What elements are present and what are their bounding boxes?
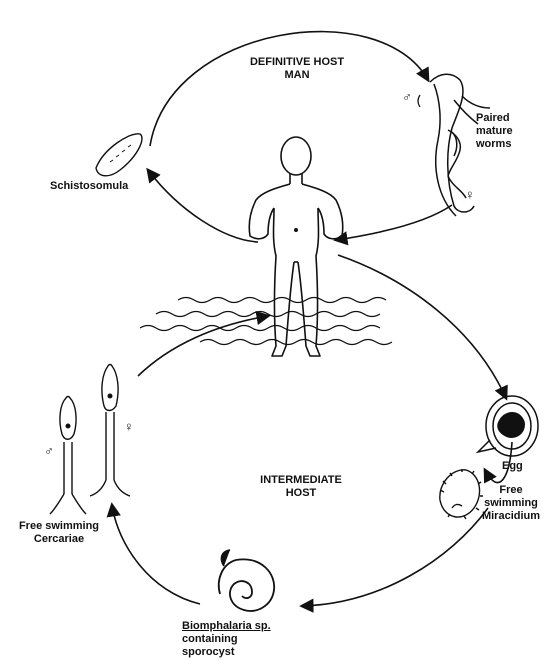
egg-label: Egg xyxy=(502,460,523,473)
paired-worms-line1: Paired xyxy=(476,112,513,125)
miracidium-line2: swimming xyxy=(476,497,546,510)
arrow-man-to-egg xyxy=(338,255,506,398)
intermediate-host-line2: HOST xyxy=(246,487,356,500)
definitive-host-line1: DEFINITIVE HOST xyxy=(242,56,352,69)
snail-line2: containing xyxy=(182,633,271,646)
intermediate-host-line1: INTERMEDIATE xyxy=(246,474,356,487)
snail-label: Biomphalaria sp. containing sporocyst xyxy=(182,620,271,659)
definitive-host-line2: MAN xyxy=(242,69,352,82)
arrow-worms-to-man xyxy=(336,205,452,240)
cercariae-line1: Free swimming xyxy=(4,520,114,533)
female-symbol-worms: ♀ xyxy=(465,188,475,201)
male-symbol-worms: ♂ xyxy=(402,90,412,103)
arrow-cercariae-to-man xyxy=(138,316,268,376)
intermediate-host-label: INTERMEDIATE HOST xyxy=(246,474,356,500)
snail-drawing xyxy=(219,550,274,611)
cercariae-label: Free swimming Cercariae xyxy=(4,520,114,546)
female-symbol-cercaria: ♀ xyxy=(124,420,134,433)
paired-worms-line3: worms xyxy=(476,138,513,151)
cercariae-drawing xyxy=(50,365,130,515)
arrow-miracidium-to-snail xyxy=(302,508,488,606)
arrow-snail-to-cercariae xyxy=(112,505,200,604)
paired-worms-label: Paired mature worms xyxy=(476,112,513,151)
arrow-schistosomula-to-worms xyxy=(150,32,428,146)
definitive-host-label: DEFINITIVE HOST MAN xyxy=(242,56,352,82)
water-waves xyxy=(140,298,392,345)
snail-genus: Biomphalaria sp. xyxy=(182,620,271,633)
male-symbol-cercaria: ♂ xyxy=(44,444,54,457)
snail-line3: sporocyst xyxy=(182,646,271,659)
miracidium-line1: Free xyxy=(476,484,546,497)
arrow-man-to-schistosomula xyxy=(148,170,258,242)
miracidium-label: Free swimming Miracidium xyxy=(476,484,546,523)
schistosomula-drawing xyxy=(96,134,142,176)
egg-drawing xyxy=(478,396,538,456)
paired-worms-line2: mature xyxy=(476,125,513,138)
cercariae-line2: Cercariae xyxy=(4,533,114,546)
man-figure xyxy=(249,137,343,356)
schistosomula-label: Schistosomula xyxy=(50,180,128,193)
miracidium-line3: Miracidium xyxy=(476,510,546,523)
